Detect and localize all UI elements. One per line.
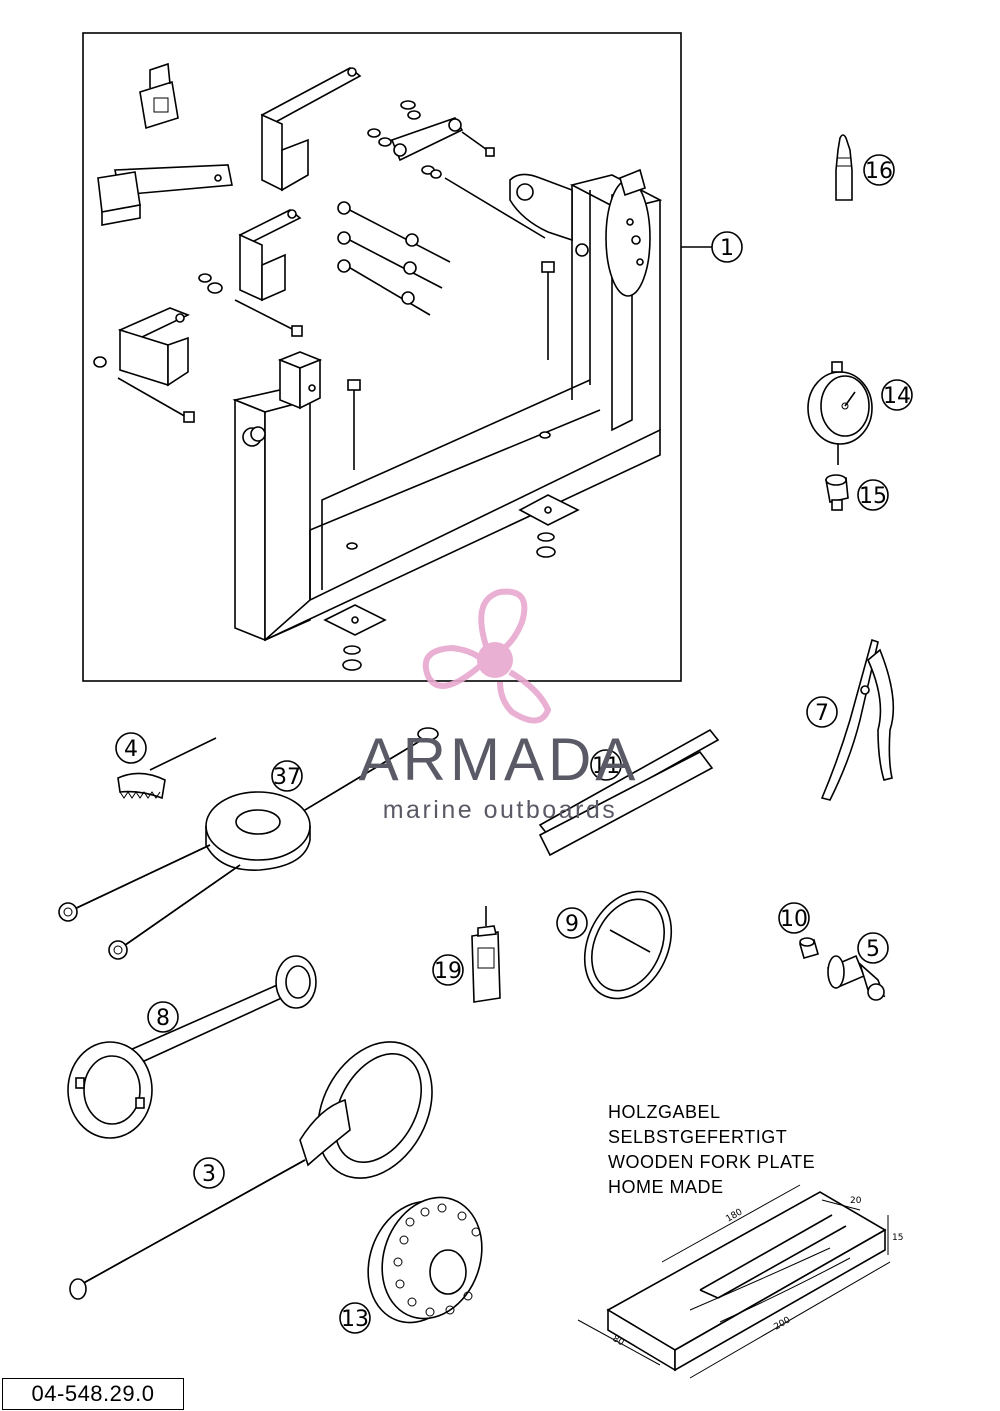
- callout-9-label: 9: [565, 912, 579, 937]
- callout-11-label: 11: [592, 754, 620, 779]
- tool-14-adapter: 15: [825, 474, 889, 511]
- callout-3-label: 3: [202, 1162, 216, 1187]
- tool-9-degree-disc: 9: [556, 890, 673, 1000]
- callout-1: 1: [681, 231, 743, 263]
- tool-16: 16: [835, 134, 895, 201]
- note-line-1: HOLZGABEL: [608, 1102, 721, 1122]
- stand-bracket-parts: [97, 62, 580, 671]
- callout-37-label: 37: [273, 765, 301, 790]
- wooden-fork-note: HOLZGABEL SELBSTGEFERTIGT WOODEN FORK PL…: [608, 1100, 815, 1200]
- callout-1-label: 1: [720, 236, 734, 261]
- part-number: 04-548.29.0: [2, 1378, 184, 1410]
- tool-15-bottle: 19: [432, 906, 501, 1003]
- watermark-brand: ARMADA: [358, 726, 640, 793]
- callout-10-label: 10: [780, 907, 808, 932]
- tool-8-wrench: 8: [67, 955, 317, 1139]
- dim-15: 15: [892, 1233, 903, 1243]
- callout-19-label: 13: [341, 1307, 369, 1332]
- tool-13-dial-gauge: 14: [807, 361, 913, 465]
- tool-3-holder: 3: [69, 1041, 433, 1300]
- watermark-tagline: marine outboards: [382, 796, 618, 824]
- armada-logo-icon: [422, 588, 552, 724]
- callout-5-label: 5: [866, 937, 880, 962]
- engine-stand-frame: [232, 168, 663, 642]
- callout-8-label: 8: [156, 1006, 170, 1031]
- callout-14-label: 15: [859, 484, 887, 509]
- note-line-2: SELBSTGEFERTIGT: [608, 1127, 788, 1147]
- tool-4: 4: [115, 732, 217, 800]
- tool-37-puller: 37: [58, 727, 439, 960]
- dim-20: 20: [850, 1196, 862, 1206]
- callout-4-label: 4: [124, 737, 138, 762]
- callout-15-label: 19: [434, 959, 462, 984]
- callout-13-label: 14: [883, 384, 911, 409]
- note-line-3: WOODEN FORK PLATE: [608, 1152, 816, 1172]
- tool-7-pliers: 7: [806, 638, 895, 801]
- tool-19-rotor: 13: [339, 1196, 483, 1334]
- note-line-4: HOME MADE: [608, 1177, 724, 1197]
- callout-7-label: 7: [815, 701, 829, 726]
- stand-bolts: [93, 131, 555, 470]
- tool-11: 11: [538, 728, 720, 857]
- callout-16-label: 16: [865, 159, 893, 184]
- tool-10-5: 10 5: [778, 902, 889, 1001]
- wooden-fork-plate: 180 20 15 200 80: [577, 1184, 903, 1379]
- dim-200: 200: [773, 1315, 793, 1332]
- engine-stand-group-frame: [82, 32, 682, 682]
